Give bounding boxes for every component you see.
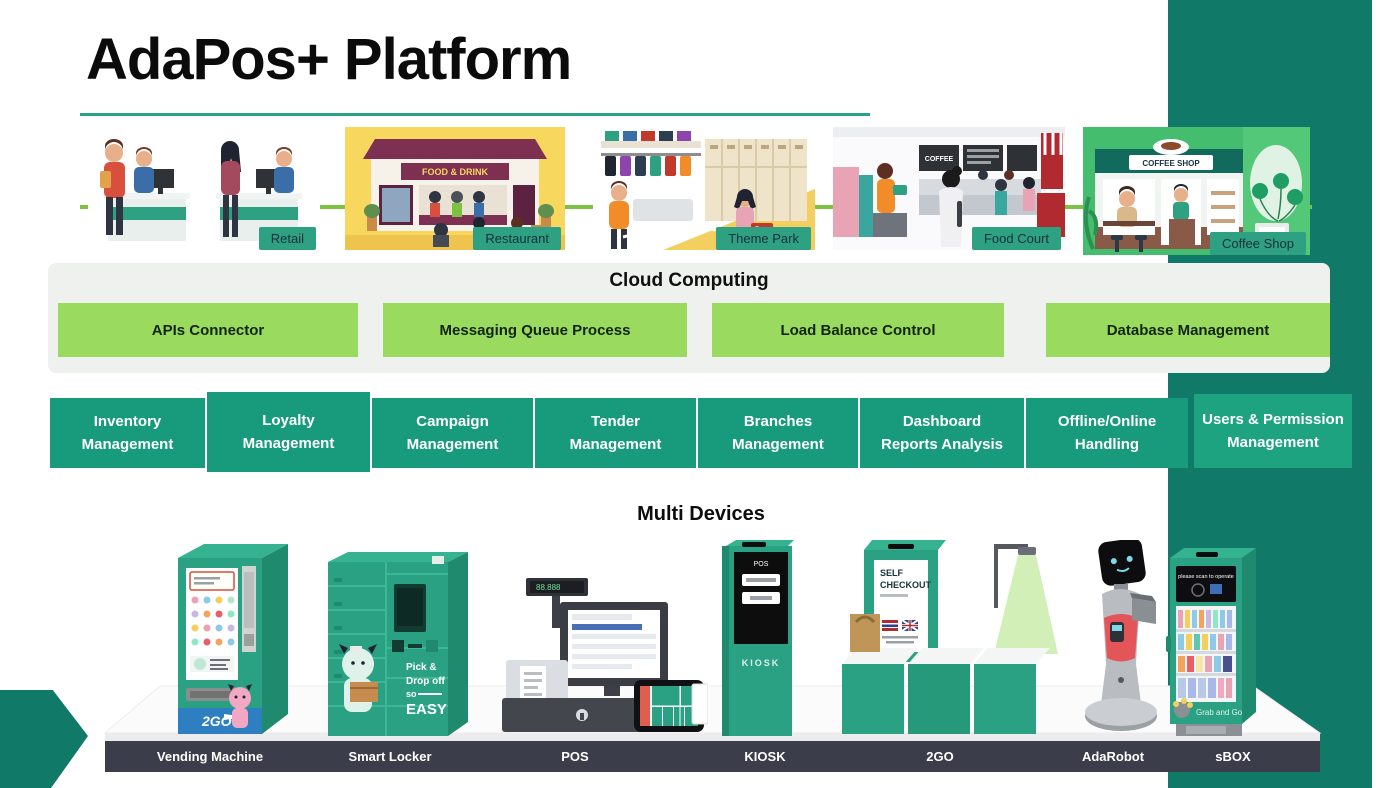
module-line: Users & Permission bbox=[1202, 410, 1344, 428]
load-balance-button[interactable]: Load Balance Control bbox=[712, 303, 1004, 357]
retail-illustration bbox=[100, 139, 302, 241]
title-underline bbox=[80, 113, 870, 116]
sbox-art: please scan to operate bbox=[1166, 548, 1256, 736]
page-title: AdaPos+ Platform bbox=[86, 27, 572, 92]
database-management-button[interactable]: Database Management bbox=[1046, 303, 1330, 357]
scene-coffee-shop: COFFEE SHOP Coffee Shop bbox=[1083, 127, 1310, 255]
module-line: Branches bbox=[743, 412, 813, 430]
label-adarobot: AdaRobot bbox=[1081, 749, 1145, 764]
kiosk-front-label: KIOSK bbox=[742, 658, 781, 668]
locker-text-2: Drop off bbox=[406, 676, 446, 687]
twogo-device: SELF CHECKOUT bbox=[842, 536, 1060, 741]
selfcheckout-line2: CHECKOUT bbox=[880, 580, 932, 590]
scene-label-food-court: Food Court bbox=[971, 227, 1061, 250]
vending-machine-device: 2GO bbox=[176, 538, 292, 741]
label-sbox: sBOX bbox=[1215, 749, 1251, 764]
module-line: Management bbox=[1227, 434, 1319, 451]
restaurant-sign-text: FOOD & DRINK bbox=[422, 167, 488, 177]
smart-locker-device: Pick & Drop off so EASY bbox=[328, 548, 474, 741]
food-court-board-text: COFFEE bbox=[925, 156, 954, 163]
module-offline-online[interactable]: Offline/Online Handling bbox=[1026, 398, 1188, 468]
module-line: Management bbox=[569, 436, 662, 453]
cloud-computing-title: Cloud Computing bbox=[609, 270, 769, 291]
twogo-art: SELF CHECKOUT bbox=[842, 540, 1058, 734]
scene-theme-park: Theme Park bbox=[593, 127, 815, 250]
adarobot-device bbox=[1082, 538, 1160, 741]
scene-retail: Retail bbox=[88, 127, 320, 250]
module-users-permission[interactable]: Users & Permission Management bbox=[1194, 394, 1352, 468]
module-line: Inventory bbox=[93, 412, 162, 430]
module-line: Management bbox=[406, 436, 499, 453]
pos-art: 88.888 bbox=[502, 578, 709, 732]
sbox-header-text: please scan to operate bbox=[1178, 574, 1234, 580]
module-line: Management bbox=[732, 436, 824, 453]
module-line: Reports Analysis bbox=[881, 436, 1003, 453]
scene-label-coffee-shop: Coffee Shop bbox=[1209, 232, 1306, 255]
label-2go: 2GO bbox=[926, 749, 954, 764]
food-court-illustration: COFFEE bbox=[833, 127, 1065, 250]
apis-connector-button[interactable]: APIs Connector bbox=[58, 303, 358, 357]
thai-flag-icon bbox=[882, 620, 898, 631]
kiosk-art: POS KIOSK bbox=[722, 540, 794, 736]
module-line: Loyalty bbox=[262, 411, 315, 429]
module-line: Dashboard bbox=[902, 412, 982, 430]
pos-display-digits: 88.888 bbox=[536, 583, 561, 592]
module-line: Campaign bbox=[416, 412, 489, 430]
locker-text-1: Pick & bbox=[406, 662, 437, 673]
smart-locker-art: Pick & Drop off so EASY bbox=[328, 552, 468, 736]
locker-text-4: EASY bbox=[406, 701, 447, 718]
module-inventory-management[interactable]: Inventory Management bbox=[50, 398, 205, 468]
scene-label-theme-park: Theme Park bbox=[716, 227, 811, 250]
device-label-bar: Vending Machine Smart Locker POS KIOSK 2… bbox=[105, 741, 1320, 772]
module-line: Handling bbox=[1074, 436, 1140, 453]
module-line: Management bbox=[81, 436, 174, 453]
theme-park-illustration bbox=[593, 127, 815, 250]
scene-food-court: COFFEE Food Court bbox=[833, 127, 1065, 250]
label-smart-locker: Smart Locker bbox=[348, 749, 432, 764]
module-branches-management[interactable]: Branches Management bbox=[698, 398, 858, 468]
multi-devices-heading: Multi Devices bbox=[637, 503, 765, 525]
adarobot-art bbox=[1085, 538, 1157, 731]
label-kiosk: KIOSK bbox=[744, 749, 786, 764]
module-tender-management[interactable]: Tender Management bbox=[535, 398, 696, 468]
scene-restaurant: FOOD & DRINK Restaurant bbox=[345, 127, 565, 250]
cloud-computing-panel: Cloud Computing APIs Connector Messaging… bbox=[48, 263, 1330, 373]
kiosk-device: POS KIOSK bbox=[712, 540, 804, 741]
module-loyalty-management[interactable]: Loyalty Management bbox=[207, 392, 370, 472]
scene-label-restaurant: Restaurant bbox=[473, 227, 561, 250]
module-line: Offline/Online bbox=[1057, 412, 1157, 430]
sbox-device: please scan to operate bbox=[1162, 540, 1260, 741]
module-campaign-management[interactable]: Campaign Management bbox=[372, 398, 533, 468]
label-vending-machine: Vending Machine bbox=[156, 749, 264, 764]
selfcheckout-line1: SELF bbox=[880, 568, 904, 578]
module-line: Tender bbox=[591, 412, 640, 430]
locker-text-3: so bbox=[406, 689, 417, 699]
messaging-queue-button[interactable]: Messaging Queue Process bbox=[383, 303, 687, 357]
kiosk-screen-title: POS bbox=[754, 561, 769, 568]
coffee-shop-sign-text: COFFEE SHOP bbox=[1142, 159, 1200, 168]
vending-machine-art: 2GO bbox=[178, 544, 288, 734]
pos-device: 88.888 bbox=[496, 572, 709, 741]
module-line: Management bbox=[242, 435, 335, 452]
uk-flag-icon bbox=[901, 619, 919, 632]
scene-label-retail: Retail bbox=[258, 227, 316, 250]
sbox-brand-text: Grab and Go bbox=[1196, 708, 1243, 717]
module-dashboard-reports[interactable]: Dashboard Reports Analysis bbox=[860, 398, 1024, 468]
label-pos: POS bbox=[561, 749, 589, 764]
